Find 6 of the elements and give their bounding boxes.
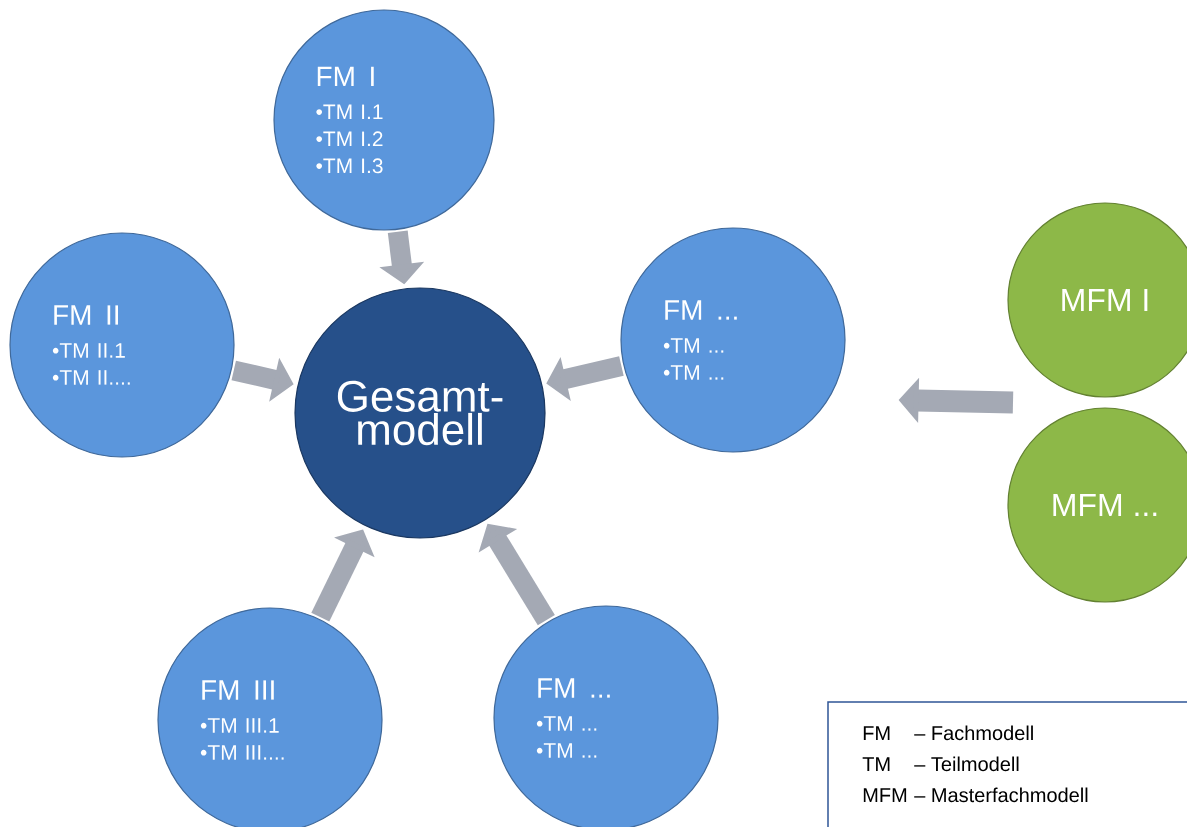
- abbreviation-meaning: – Teilmodell: [914, 756, 1019, 772]
- abbreviation: MFM: [863, 788, 907, 802]
- abbreviation-meaning: – Masterfachmodell: [914, 787, 1088, 803]
- abbreviation: FM: [863, 726, 890, 740]
- abbreviation-meaning: – Fachmodell: [914, 725, 1033, 741]
- abbreviation: TM: [862, 757, 890, 771]
